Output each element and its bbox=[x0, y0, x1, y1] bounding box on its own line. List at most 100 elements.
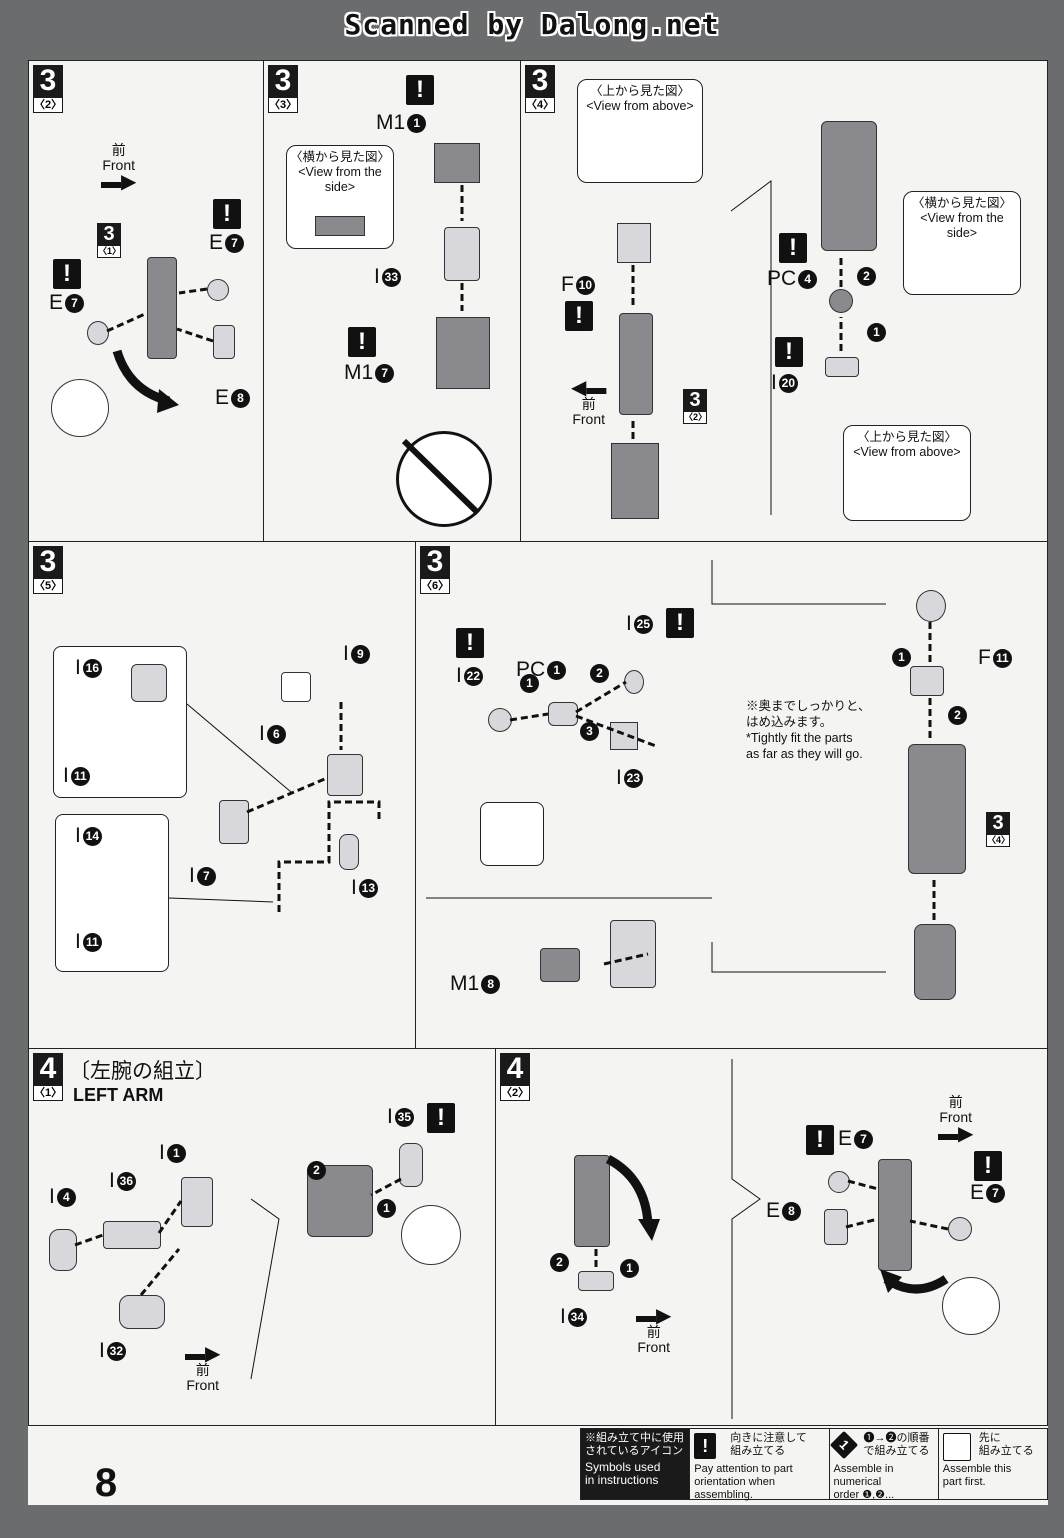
thumb-detail-box bbox=[55, 814, 169, 972]
step-badge: 4〈1〉 bbox=[33, 1052, 63, 1101]
order-step-2: 2 bbox=[550, 1253, 569, 1272]
caution-icon: ! bbox=[694, 1433, 717, 1459]
assemble-first-icon bbox=[942, 1433, 971, 1461]
joint-part bbox=[207, 279, 229, 301]
m1-8-part bbox=[540, 948, 580, 982]
e7-part bbox=[948, 1217, 972, 1241]
pc1-part bbox=[548, 702, 578, 726]
reference-step-badge: 3〈4〉 bbox=[986, 812, 1011, 847]
caution-icon: ! bbox=[406, 75, 434, 105]
order-step-1: 1 bbox=[377, 1199, 396, 1218]
i34-part bbox=[578, 1271, 614, 1291]
order-step-1: 1 bbox=[620, 1259, 639, 1278]
caution-icon: ! bbox=[779, 233, 807, 263]
caution-icon: ! bbox=[348, 327, 376, 357]
detail-circle bbox=[51, 379, 109, 437]
head-unit-shell bbox=[821, 121, 877, 251]
reference-step-badge: 3〈2〉 bbox=[683, 389, 708, 424]
e7-part bbox=[828, 1171, 850, 1193]
detail-circle bbox=[942, 1277, 1000, 1335]
thumb-part bbox=[339, 834, 359, 870]
inset-step-badge: 3〈1〉 bbox=[97, 223, 122, 258]
order-step-2: 2 bbox=[857, 267, 876, 286]
step-badge: 3〈4〉 bbox=[525, 64, 555, 113]
lower-part bbox=[611, 443, 659, 519]
step-badge: 3〈2〉 bbox=[33, 64, 63, 113]
step-badge: 3〈6〉 bbox=[420, 545, 450, 594]
hand-assembly bbox=[914, 924, 956, 1000]
arm-part bbox=[574, 1155, 610, 1247]
assemble-first-icon bbox=[281, 672, 311, 702]
f10-part bbox=[617, 223, 651, 263]
cover-part bbox=[213, 325, 235, 359]
finger-part bbox=[131, 664, 167, 702]
caution-icon: ! bbox=[666, 608, 694, 638]
i1-part bbox=[181, 1177, 213, 1227]
caution-icon: ! bbox=[565, 301, 593, 331]
torso-assembly bbox=[610, 920, 656, 988]
order-step-2: 2 bbox=[590, 664, 609, 683]
pc4-part bbox=[829, 289, 853, 313]
caution-icon: ! bbox=[775, 337, 803, 367]
section-title-jp: 〔左腕の組立〕 bbox=[69, 1059, 216, 1083]
fit-note: ※奥までしっかりと、 はめ込みます。 *Tightly fit the part… bbox=[746, 699, 871, 761]
i4-part bbox=[49, 1229, 77, 1271]
order-step-1: 1 bbox=[867, 323, 886, 342]
order-step-1: 1 bbox=[892, 648, 911, 667]
detail-box bbox=[480, 802, 544, 866]
order-step-3: 3 bbox=[580, 722, 599, 741]
caution-icon: ! bbox=[213, 199, 241, 229]
top-view-callout: 〈上から見た図〉<View from above> bbox=[843, 425, 971, 521]
i36-part bbox=[103, 1221, 161, 1249]
caution-icon: ! bbox=[456, 628, 484, 658]
joint-part bbox=[87, 321, 109, 345]
f11-part bbox=[910, 666, 944, 696]
i25-part bbox=[624, 670, 644, 694]
top-view-callout: 〈上から見た図〉<View from above> bbox=[577, 79, 703, 183]
order-step-1: 1 bbox=[520, 674, 539, 693]
order-icon: 1 bbox=[829, 1430, 858, 1460]
page-number: 8 bbox=[78, 1428, 134, 1505]
m1-part bbox=[434, 143, 480, 183]
caution-icon: ! bbox=[806, 1125, 834, 1155]
upper-assembly bbox=[619, 313, 653, 415]
side-view-callout: 〈横から見た図〉<View from the side> bbox=[903, 191, 1021, 295]
i23-part bbox=[610, 722, 638, 750]
step-badge: 4〈2〉 bbox=[500, 1052, 530, 1101]
step-badge: 3〈5〉 bbox=[33, 545, 63, 594]
arm-assembly bbox=[878, 1159, 912, 1271]
side-view-callout: 〈横から見た図〉<View from the side> bbox=[286, 145, 394, 249]
